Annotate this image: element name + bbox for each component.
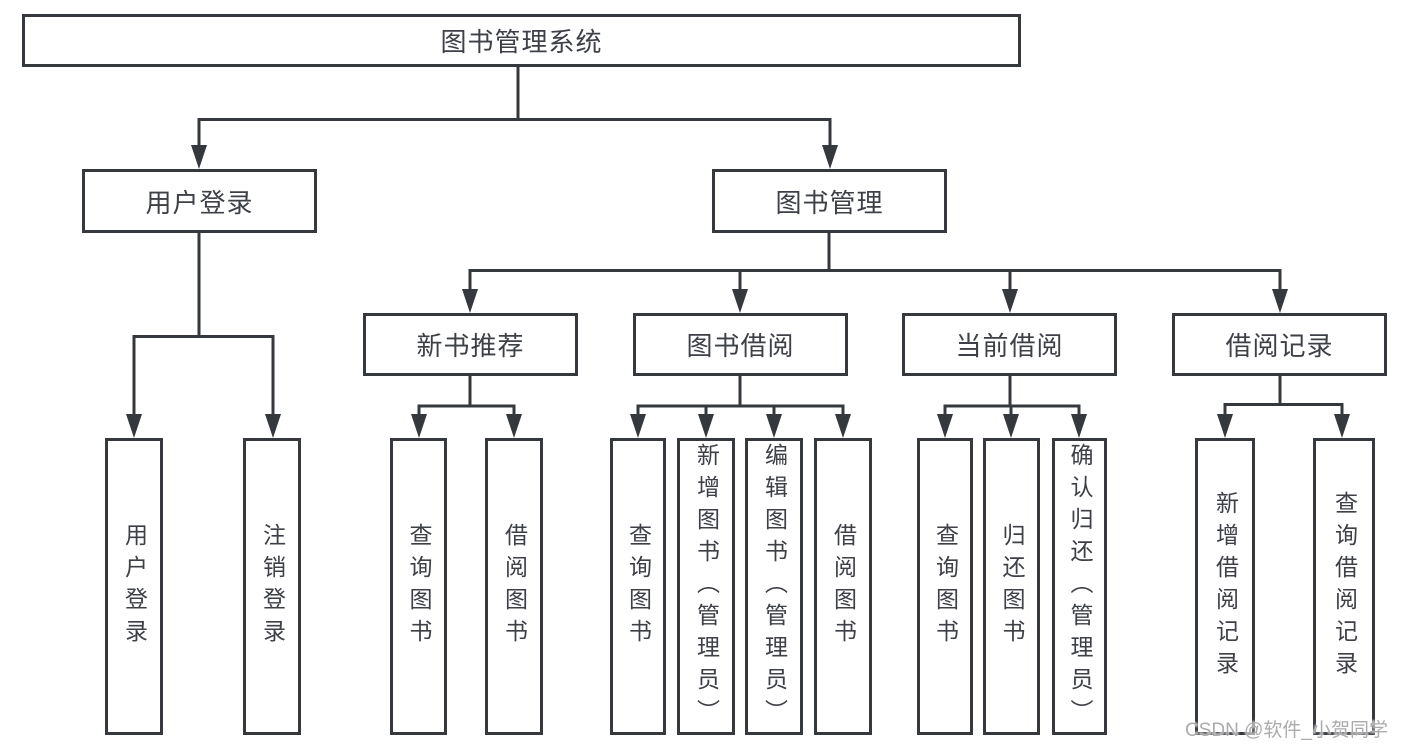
node-leaf-add-borrow-record: 新增借阅记录 bbox=[1195, 438, 1255, 735]
watermark: CSDN @软件_小贺同学 bbox=[1185, 720, 1388, 741]
node-label: 用户登录 bbox=[121, 522, 148, 651]
node-label: 图书管理系统 bbox=[440, 27, 603, 57]
node-book-borrow: 图书借阅 bbox=[633, 313, 848, 376]
node-label: 查询图书 bbox=[932, 522, 959, 651]
node-label: 当前借阅 bbox=[955, 331, 1064, 361]
node-label: 图书借阅 bbox=[686, 331, 795, 361]
node-label: 新增图书（管理员） bbox=[693, 442, 720, 731]
node-label: 借阅图书 bbox=[501, 522, 528, 651]
node-label: 查询图书 bbox=[406, 522, 432, 651]
node-leaf-query-books-borrow: 查询图书 bbox=[610, 438, 666, 735]
node-leaf-logout: 注销登录 bbox=[243, 438, 301, 735]
node-label: 新增借阅记录 bbox=[1212, 490, 1239, 683]
node-leaf-add-book-admin: 新增图书（管理员） bbox=[677, 438, 735, 735]
node-leaf-query-borrow-record: 查询借阅记录 bbox=[1313, 438, 1375, 735]
node-new-book-recommend: 新书推荐 bbox=[363, 313, 578, 376]
node-leaf-borrow-books: 借阅图书 bbox=[814, 438, 872, 735]
node-label: 用户登录 bbox=[145, 187, 254, 218]
node-book-management: 图书管理 bbox=[712, 169, 947, 233]
node-label: 图书管理 bbox=[775, 187, 884, 218]
node-label: 编辑图书（管理员） bbox=[761, 442, 788, 731]
node-leaf-query-books-current: 查询图书 bbox=[917, 438, 973, 735]
node-leaf-edit-book-admin: 编辑图书（管理员） bbox=[745, 438, 803, 735]
node-current-borrow: 当前借阅 bbox=[902, 313, 1117, 376]
node-leaf-confirm-return-admin: 确认归还（管理员） bbox=[1052, 438, 1107, 735]
node-borrow-records: 借阅记录 bbox=[1172, 313, 1387, 376]
node-label: 归还图书 bbox=[999, 522, 1025, 651]
node-user-login: 用户登录 bbox=[82, 169, 317, 233]
node-label: 查询图书 bbox=[625, 522, 652, 651]
node-leaf-user-login: 用户登录 bbox=[105, 438, 163, 735]
node-label: 确认归还（管理员） bbox=[1067, 442, 1093, 731]
connector-arrowheads bbox=[126, 145, 1350, 438]
node-root: 图书管理系统 bbox=[22, 14, 1021, 67]
node-label: 查询借阅记录 bbox=[1331, 490, 1358, 683]
node-leaf-query-books-recommend: 查询图书 bbox=[390, 438, 447, 735]
node-leaf-return-books: 归还图书 bbox=[983, 438, 1040, 735]
node-label: 新书推荐 bbox=[416, 331, 525, 361]
node-label: 借阅图书 bbox=[830, 522, 857, 651]
node-label: 借阅记录 bbox=[1225, 331, 1334, 361]
node-label: 注销登录 bbox=[259, 522, 286, 651]
node-leaf-borrow-books-recommend: 借阅图书 bbox=[485, 438, 543, 735]
